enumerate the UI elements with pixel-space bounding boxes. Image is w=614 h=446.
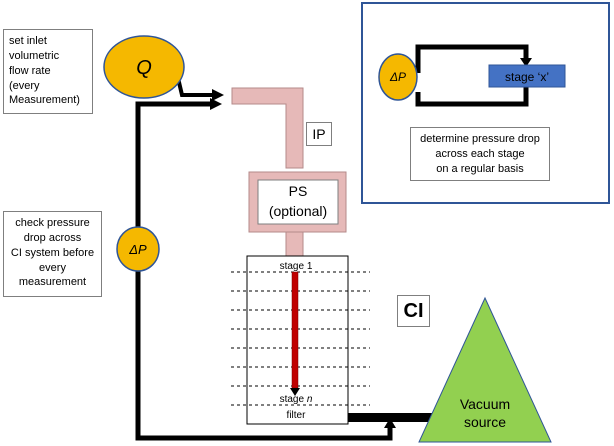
- pressure-loop-bottom-arrowhead: [384, 418, 396, 428]
- inset-pressure-symbol: ΔP: [389, 70, 406, 84]
- vacuum-source-triangle: [418, 296, 552, 443]
- pressure-loop-bottom: [135, 266, 393, 441]
- flow-rate-ellipse: [103, 35, 185, 99]
- stage-lines: [231, 271, 370, 406]
- check-note-line: drop across: [23, 231, 82, 244]
- ps-label-line1: PS: [288, 183, 308, 199]
- pressure-ellipse: [116, 226, 160, 272]
- pressure-symbol: ΔP: [128, 242, 147, 257]
- q-outlet-arrowhead: [212, 89, 224, 101]
- ps-ci-pipe: [285, 231, 304, 257]
- inset-loop-top: [415, 44, 529, 73]
- q-outlet-line: [176, 77, 214, 97]
- inlet-note-line: Measurement): [9, 94, 80, 107]
- check-note-line: every: [39, 261, 66, 274]
- stage-x-label: stage ‘x’: [505, 70, 549, 84]
- inset-pressure-ellipse: [378, 53, 418, 101]
- flow-arrow-head: [290, 388, 300, 396]
- stage-note-line: determine pressure drop: [420, 133, 540, 145]
- inlet-note-line: flow rate: [9, 64, 51, 77]
- inlet-note-line: set inlet: [9, 35, 47, 47]
- vacuum-line: [348, 413, 440, 422]
- check-note-line: measurement: [18, 276, 87, 289]
- check-note-line: check pressure: [15, 217, 90, 229]
- stage-note-line: on a regular basis: [436, 162, 524, 175]
- vacuum-label-line1: Vacuum: [460, 396, 510, 412]
- inlet-note-line: (every: [9, 79, 40, 92]
- ps-label: PS (optional): [258, 181, 338, 221]
- vacuum-label-line2: source: [464, 414, 506, 430]
- stage-1-label: stage 1: [280, 261, 313, 272]
- ps-inner: [257, 179, 339, 225]
- inlet-note: set inlet volumetric flow rate (every Me…: [3, 29, 93, 114]
- stage-n-label: stage n: [280, 394, 313, 405]
- ci-label: CI: [397, 295, 430, 327]
- inset-loop-bottom: [415, 83, 529, 107]
- stage-note-line: across each stage: [435, 147, 525, 160]
- pressure-loop-top: [135, 101, 212, 232]
- flow-rate-symbol: Q: [136, 57, 152, 79]
- inlet-note-line: volumetric: [9, 49, 60, 62]
- filter-label: filter: [287, 410, 307, 421]
- ip-label: IP: [306, 122, 332, 146]
- stage-x-box: [488, 64, 566, 88]
- flow-arrow-shaft: [291, 271, 299, 389]
- check-pressure-note: check pressure drop across CI system bef…: [3, 211, 102, 297]
- check-note-line: CI system before: [10, 246, 95, 259]
- inset-arrowhead: [520, 58, 532, 67]
- stage-pressure-note: determine pressure drop across each stag…: [410, 127, 550, 181]
- pressure-loop-top-arrowhead: [210, 98, 222, 110]
- ip-pipe: [231, 87, 304, 169]
- ps-label-line2: (optional): [268, 203, 328, 219]
